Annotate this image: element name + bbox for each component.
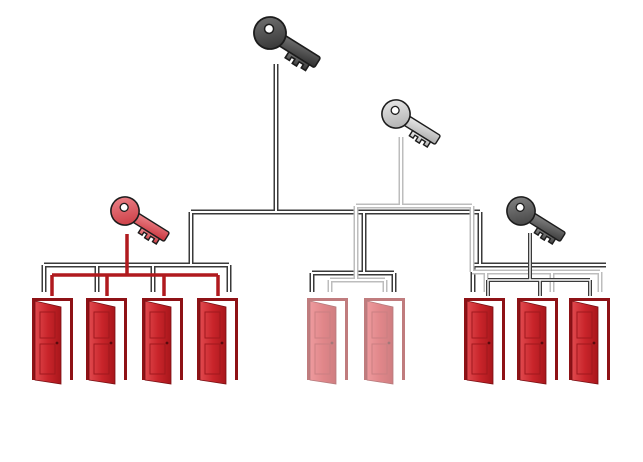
doors bbox=[31, 297, 611, 385]
red-group-key-icon bbox=[104, 190, 176, 250]
door-icon-faded bbox=[363, 297, 406, 385]
door-icon bbox=[516, 297, 559, 385]
right-group-key-wires bbox=[486, 233, 592, 296]
door-icon bbox=[85, 297, 128, 385]
door-icon bbox=[568, 297, 611, 385]
door-icon bbox=[463, 297, 506, 385]
red-group-key-wires bbox=[50, 234, 220, 296]
door-icon bbox=[31, 297, 74, 385]
door-icon bbox=[196, 297, 239, 385]
master-key-icon bbox=[247, 10, 327, 78]
door-icon bbox=[141, 297, 184, 385]
submaster-key-icon bbox=[375, 93, 447, 153]
door-icon-faded bbox=[306, 297, 349, 385]
master-key-wires bbox=[41, 64, 606, 292]
right-group-key-icon bbox=[500, 190, 572, 250]
connector-wires bbox=[41, 64, 606, 296]
